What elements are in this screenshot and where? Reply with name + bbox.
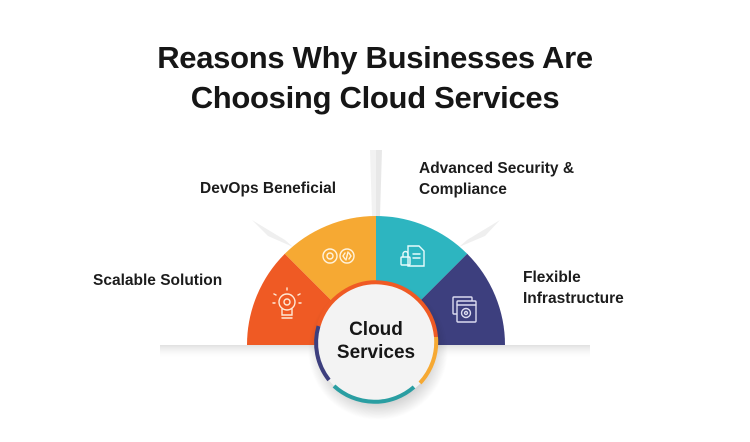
title-line-1: Reasons Why Businesses Are [157,40,593,75]
label-advanced-security-line-1: Advanced Security & [419,160,575,177]
devops-cycle-icon [322,248,355,264]
label-flexible-infrastructure-line-1: Flexible [523,269,581,286]
label-flexible-infrastructure: Flexible Infrastructure [523,267,624,309]
label-flexible-infrastructure-line-2: Infrastructure [523,290,624,307]
lightbulb-gear-icon [272,287,302,319]
label-scalable-solution: Scalable Solution [93,272,223,289]
center-ring [314,280,439,404]
label-advanced-security-line-2: Compliance [419,181,507,198]
window-gear-icon [452,296,477,323]
center-circle [316,283,436,403]
title-line-2: Choosing Cloud Services [190,80,560,115]
center-label: Cloud Services [316,318,436,364]
label-advanced-security: Advanced Security & Compliance [419,158,574,200]
label-devops-beneficial: DevOps Beneficial [200,180,337,197]
center-label-line-2: Services [336,342,416,363]
secure-document-icon [400,245,425,267]
page-title: Reasons Why Businesses Are Choosing Clou… [0,38,750,118]
center-label-line-1: Cloud [349,319,403,340]
